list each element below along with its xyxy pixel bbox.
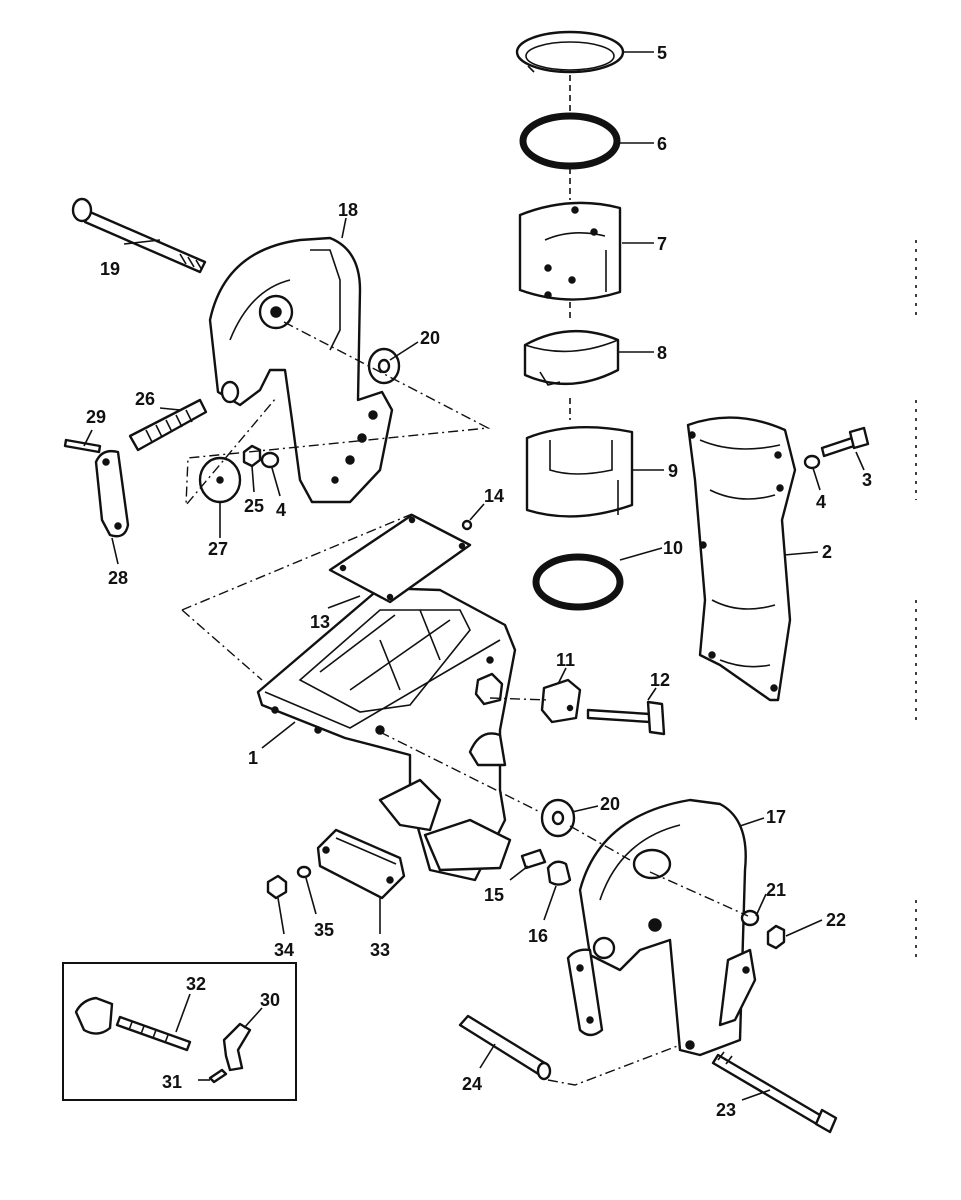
pad-part-32 (74, 996, 114, 1035)
callout-27: 27 (208, 539, 228, 559)
screw-part-12 (586, 700, 666, 736)
ring-part-10 (532, 553, 624, 611)
callout-11: 11 (556, 650, 575, 670)
callout-17: 17 (766, 807, 786, 827)
callout-7: 7 (657, 234, 667, 254)
callout-20-top: 20 (420, 328, 440, 348)
callout-28: 28 (108, 568, 128, 588)
callout-10: 10 (663, 538, 683, 558)
nut-part-25 (242, 444, 262, 468)
callout-6: 6 (657, 134, 667, 154)
sleeve-part-7 (518, 201, 622, 301)
callout-9: 9 (668, 461, 678, 481)
callout-3: 3 (862, 470, 872, 490)
washer-part-35 (296, 865, 312, 879)
clamp-bracket-part-17 (566, 798, 757, 1057)
clamp-bracket-part-18 (208, 236, 394, 504)
callout-33: 33 (370, 940, 390, 960)
washer-part-4-right (803, 454, 821, 470)
callout-18: 18 (338, 200, 358, 220)
washer-part-27 (198, 456, 242, 504)
callout-4-right: 4 (816, 492, 826, 512)
callout-26: 26 (135, 389, 155, 409)
callout-13: 13 (310, 612, 330, 632)
callout-24: 24 (462, 1074, 482, 1094)
pin-part-31 (208, 1068, 228, 1084)
screw-part-34 (266, 874, 288, 900)
screw-part-15 (520, 848, 547, 870)
screw-part-32 (115, 1015, 192, 1052)
cap-part-16 (546, 860, 572, 886)
callout-35: 35 (314, 920, 334, 940)
leader-lines (83, 51, 865, 1101)
callout-20-bottom: 20 (600, 794, 620, 814)
ring-part-5 (515, 30, 625, 74)
plate-part-33 (316, 828, 406, 900)
stern-bracket-part-1 (256, 586, 517, 882)
screw-part-26 (128, 398, 208, 452)
callout-5: 5 (657, 43, 667, 63)
pad-part-28 (94, 449, 130, 538)
callout-1: 1 (248, 748, 258, 768)
callout-32: 32 (186, 974, 206, 994)
callout-19: 19 (100, 259, 120, 279)
callout-4-left: 4 (276, 500, 286, 520)
callout-8: 8 (657, 343, 667, 363)
callout-15: 15 (484, 885, 504, 905)
swivel-bracket-part-2 (686, 416, 797, 702)
callout-12: 12 (650, 670, 670, 690)
callout-16: 16 (528, 926, 548, 946)
callout-2: 2 (822, 542, 832, 562)
callout-29: 29 (86, 407, 106, 427)
washer-part-20-bottom (540, 798, 576, 838)
washer-part-20-top (367, 347, 401, 385)
washer-part-4-left (260, 451, 280, 469)
wingnut-part-30 (222, 1022, 252, 1072)
inset-box (62, 962, 297, 1101)
sleeve-part-9 (525, 426, 634, 518)
ring-part-8 (523, 329, 620, 386)
ring-part-6 (519, 112, 621, 170)
rod-part-24 (458, 1014, 552, 1081)
callout-labels: 5 6 7 8 9 10 2 3 4 18 19 20 26 29 28 27 … (86, 43, 872, 1120)
nut-part-22 (766, 924, 786, 950)
callout-25: 25 (244, 496, 264, 516)
pad-part-11 (540, 678, 582, 724)
bolt-part-23 (711, 1051, 838, 1134)
callout-21: 21 (766, 880, 786, 900)
bolt-part-19 (71, 197, 207, 274)
callout-23: 23 (716, 1100, 736, 1120)
screw-part-14 (461, 519, 473, 531)
washer-part-21 (740, 909, 760, 927)
bolt-part-3 (820, 426, 870, 458)
callout-22: 22 (826, 910, 846, 930)
callout-31: 31 (162, 1072, 182, 1092)
callout-30: 30 (260, 990, 280, 1010)
callout-34: 34 (274, 940, 294, 960)
callout-14: 14 (484, 486, 504, 506)
cover-plate-part-13 (328, 513, 472, 604)
pin-part-29 (63, 438, 102, 454)
